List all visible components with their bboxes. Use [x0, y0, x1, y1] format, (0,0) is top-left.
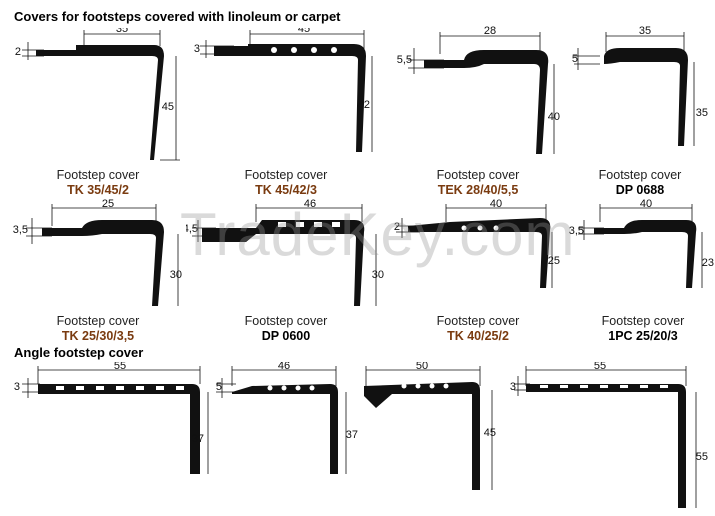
dim-side: 35 — [696, 107, 708, 119]
section-title-linoleum: Covers for footsteps covered with linole… — [14, 9, 341, 24]
product-code: DP 0688 — [615, 183, 665, 197]
dim-top: 40 — [490, 198, 502, 210]
product-name: Footstep cover — [436, 168, 520, 182]
dim-side: 30 — [170, 269, 182, 281]
product-code: 1PC 25/20/3 — [608, 329, 678, 343]
dim-top: 50 — [416, 362, 428, 372]
dim-top: 46 — [304, 198, 316, 210]
dim-thick: 4,5 — [186, 223, 198, 235]
product-code: TK 45/42/3 — [255, 183, 317, 197]
dim-side: 42 — [358, 99, 370, 111]
product-name: Footstep cover — [244, 168, 328, 182]
dim-thick: 5 — [216, 381, 222, 393]
section-title-angle: Angle footstep cover — [14, 345, 144, 360]
product-code: TK 40/25/2 — [447, 329, 509, 343]
dim-thick: 5 — [572, 53, 578, 65]
dim-top: 35 — [116, 28, 128, 35]
product-name: Footstep cover — [56, 314, 140, 328]
angle-profile-drawing: 50 45 — [362, 362, 512, 494]
dim-side: 45 — [484, 427, 496, 439]
dim-side: 40 — [548, 111, 560, 123]
product-caption: Footstep cover TK 40/25/2 — [414, 314, 542, 344]
profile-drawing-tek-28-40-5-5: 28 5,5 40 — [394, 26, 562, 164]
product-caption: Footstep cover TEK 28/40/5,5 — [414, 168, 542, 198]
profile-drawing-tk-45-42-3: 45 3 42 — [194, 28, 382, 158]
dim-thick: 3,5 — [13, 224, 28, 236]
dim-side: 25 — [548, 255, 560, 267]
profile-drawing-dp-0600: 46 4,5 30 — [186, 198, 386, 310]
dim-top: 40 — [640, 198, 652, 210]
product-caption: Footstep cover TK 35/45/2 — [34, 168, 162, 198]
profile-drawing-1pc-25-20-3: 40 3,5 23 — [564, 198, 714, 294]
dim-top: 45 — [298, 28, 310, 35]
product-code: TEK 28/40/5,5 — [437, 183, 519, 197]
product-name: Footstep cover — [56, 168, 140, 182]
product-caption: Footstep cover TK 25/30/3,5 — [34, 314, 162, 344]
dim-side: 55 — [696, 451, 708, 463]
dim-thick: 3 — [14, 381, 20, 393]
dim-top: 46 — [278, 362, 290, 372]
product-name: Footstep cover — [598, 168, 682, 182]
angle-profile-drawing: 55 3 55 — [510, 362, 710, 514]
angle-profile-drawing: 46 5 37 — [212, 362, 362, 482]
dim-side: 45 — [162, 101, 174, 113]
dim-thick: 2 — [394, 221, 400, 233]
dim-side: 37 — [192, 433, 204, 445]
dim-side: 37 — [346, 429, 358, 441]
dim-top: 55 — [114, 362, 126, 372]
product-caption: Footstep cover DP 0688 — [575, 168, 705, 198]
dim-thick: 3,5 — [569, 225, 584, 237]
product-caption: Footstep cover TK 45/42/3 — [222, 168, 350, 198]
profile-drawing-dp-0688: 35 5 35 — [570, 26, 712, 164]
dim-top: 55 — [594, 362, 606, 372]
product-caption: Footstep cover DP 0600 — [222, 314, 350, 344]
dim-thick: 5,5 — [397, 54, 412, 66]
product-code: TK 35/45/2 — [67, 183, 129, 197]
product-caption: Footstep cover 1PC 25/20/3 — [578, 314, 708, 344]
dim-top: 28 — [484, 26, 496, 37]
dim-top: 35 — [639, 26, 651, 37]
profile-drawing-tk-40-25-2: 40 2 25 — [390, 198, 562, 294]
product-code: DP 0600 — [261, 329, 311, 343]
product-name: Footstep cover — [601, 314, 685, 328]
angle-profile-drawing: 55 3 37 — [10, 362, 210, 482]
dim-top: 25 — [102, 198, 114, 210]
dim-side: 30 — [372, 269, 384, 281]
product-code: TK 25/30/3,5 — [61, 329, 135, 343]
profile-drawing-tk-35-45-2: 35 2 45 — [14, 28, 184, 168]
product-name: Footstep cover — [244, 314, 328, 328]
dim-thick: 3 — [510, 381, 516, 393]
profile-drawing-tk-25-30-3-5: 25 3,5 30 — [12, 198, 184, 310]
dim-thick: 3 — [194, 43, 200, 55]
dim-thick: 2 — [15, 46, 21, 58]
product-name: Footstep cover — [436, 314, 520, 328]
dim-side: 23 — [702, 257, 714, 269]
